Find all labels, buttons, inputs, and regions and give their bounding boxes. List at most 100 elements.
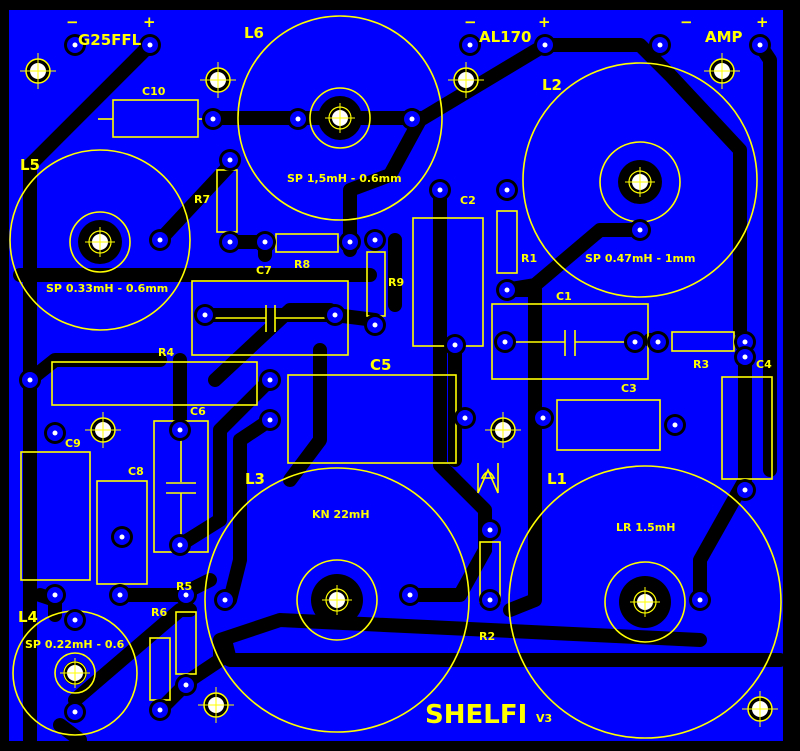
- label-c3: C3: [621, 382, 637, 395]
- connector-g25ffl-label: G25FFL: [78, 31, 142, 49]
- connector-al170-plus: +: [538, 13, 551, 31]
- drill-hole: [742, 339, 748, 345]
- mounting-hole-icon: [704, 53, 740, 89]
- drill-hole: [147, 42, 153, 48]
- drill-hole: [119, 534, 125, 540]
- drill-hole: [267, 417, 273, 423]
- drill-hole: [183, 592, 189, 598]
- label-c5: C5: [370, 356, 391, 374]
- label-l2: L2: [542, 76, 562, 94]
- drill-hole: [452, 342, 458, 348]
- drill-hole: [72, 617, 78, 623]
- connector-g25ffl-plus: +: [143, 13, 156, 31]
- drill-hole: [52, 430, 58, 436]
- mounting-hole-icon: [485, 412, 521, 448]
- label-r8: R8: [294, 258, 310, 271]
- drill-hole: [267, 377, 273, 383]
- capacitor-c9-outline: [20, 451, 91, 581]
- inductor-center-hole-icon: [311, 574, 363, 626]
- drill-hole: [467, 42, 473, 48]
- label-l5: L5: [20, 156, 40, 174]
- label-l1: L1: [547, 470, 567, 488]
- drill-hole: [407, 592, 413, 598]
- inductor-center-hole-icon: [318, 96, 362, 140]
- resistor-r1-outline: [496, 210, 518, 274]
- board-title: SHELFI: [425, 700, 527, 730]
- connector-amp-label: AMP: [705, 28, 743, 46]
- drill-hole: [542, 42, 548, 48]
- board-version: V3: [536, 712, 552, 725]
- label-r7: R7: [194, 193, 210, 206]
- drill-hole: [437, 187, 443, 193]
- connector-al170-label: AL170: [479, 28, 531, 46]
- drill-hole: [372, 322, 378, 328]
- logo-icon: [477, 463, 499, 494]
- inductor-center-hole-icon: [618, 160, 662, 204]
- label-r5: R5: [176, 580, 192, 593]
- drill-hole: [157, 707, 163, 713]
- capacitor-c7-outline: [191, 280, 349, 356]
- drill-hole: [742, 487, 748, 493]
- label-r9: R9: [388, 276, 404, 289]
- drill-hole: [157, 237, 163, 243]
- inductor-center-hole-icon: [619, 576, 671, 628]
- drill-hole: [504, 187, 510, 193]
- labels: − G25FFL + − AL170 + − AMP + L6 SP 1,5mH…: [18, 13, 772, 730]
- drill-hole: [295, 116, 301, 122]
- label-c6: C6: [190, 405, 206, 418]
- label-r1: R1: [521, 252, 537, 265]
- drill-hole: [222, 597, 228, 603]
- drill-hole: [540, 415, 546, 421]
- mounting-hole-icon: [200, 62, 236, 98]
- drill-hole: [697, 597, 703, 603]
- drill-hole: [637, 227, 643, 233]
- label-c9: C9: [65, 437, 81, 450]
- label-l4: L4: [18, 608, 38, 626]
- drill-hole: [72, 42, 78, 48]
- label-l3: L3: [245, 470, 265, 488]
- label-c10: C10: [142, 85, 166, 98]
- drill-hole: [262, 239, 268, 245]
- mounting-hole-icon: [85, 412, 121, 448]
- value-l2: SP 0.47mH - 1mm: [585, 252, 695, 265]
- resistor-r4-outline: [51, 361, 258, 406]
- connector-amp-plus: +: [756, 13, 769, 31]
- drill-hole: [462, 415, 468, 421]
- drill-hole: [332, 312, 338, 318]
- mounting-hole-icon: [198, 687, 234, 723]
- mounting-hole-icon: [448, 62, 484, 98]
- drill-hole: [202, 312, 208, 318]
- value-l6: SP 1,5mH - 0.6mm: [287, 172, 402, 185]
- drill-hole: [672, 422, 678, 428]
- drill-hole: [502, 339, 508, 345]
- inductor-l3-outline: [204, 467, 470, 733]
- connector-g25ffl-minus: −: [66, 13, 79, 31]
- drill-hole: [177, 427, 183, 433]
- drill-hole: [72, 709, 78, 715]
- drill-hole: [504, 287, 510, 293]
- label-c2: C2: [460, 194, 476, 207]
- drill-hole: [372, 237, 378, 243]
- mounting-hole-icon: [742, 691, 778, 727]
- drill-hole: [655, 339, 661, 345]
- inductor-l1-core: [604, 561, 686, 643]
- drill-hole: [487, 527, 493, 533]
- label-r4: R4: [158, 346, 174, 359]
- label-c7: C7: [256, 264, 272, 277]
- inductor-l1-outline: [508, 465, 782, 739]
- connector-al170-minus: −: [464, 13, 477, 31]
- drill-hole: [632, 339, 638, 345]
- label-r6: R6: [151, 606, 167, 619]
- inductor-l2-outline: [522, 62, 758, 298]
- label-c4: C4: [756, 358, 772, 371]
- drill-hole: [117, 592, 123, 598]
- value-l5: SP 0.33mH - 0.6mm: [46, 282, 168, 295]
- drill-hole: [210, 116, 216, 122]
- drill-hole: [227, 157, 233, 163]
- label-c1: C1: [556, 290, 572, 303]
- drill-hole: [27, 377, 33, 383]
- drill-hole: [52, 592, 58, 598]
- drill-hole: [227, 239, 233, 245]
- inductor-l6-core: [309, 87, 371, 149]
- inductor-l3-core: [296, 559, 378, 641]
